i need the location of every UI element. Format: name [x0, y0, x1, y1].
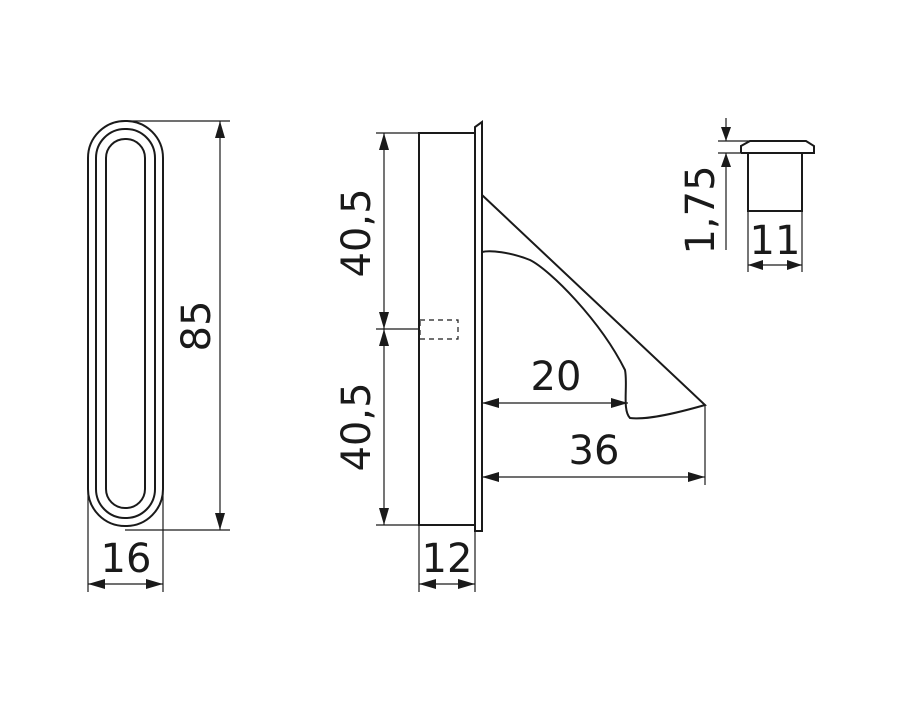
arrowhead: [215, 513, 225, 530]
arrowhead: [721, 127, 731, 141]
arrowhead: [721, 153, 731, 167]
side-body-outline: [418, 132, 476, 526]
dimension-label-20: 20: [531, 354, 582, 400]
arrowhead: [688, 472, 705, 482]
front-outer-outline: [87, 120, 164, 527]
arrowhead: [379, 312, 389, 329]
dimension-label-85: 85: [174, 301, 220, 352]
side-flange: [474, 120, 483, 532]
arrowhead: [482, 472, 499, 482]
arrowhead: [88, 579, 105, 589]
detail-view: [740, 140, 815, 212]
arrowhead: [787, 260, 802, 270]
dimension-label-16: 16: [101, 536, 152, 582]
dimension-label-36: 36: [569, 428, 620, 474]
dimension-label-1-75: 1,75: [678, 165, 724, 254]
dimension-side-upper: 40,5: [334, 132, 419, 330]
front-view: [87, 120, 164, 527]
dimension-bracket-inner: 20: [482, 354, 628, 408]
dimension-label-40-5-lower: 40,5: [334, 382, 380, 471]
front-mid-outline: [95, 128, 156, 519]
dimension-side-width: 12: [418, 525, 476, 592]
dimension-front-height: 85: [125, 120, 230, 531]
dimension-label-12: 12: [422, 536, 473, 582]
dimension-front-width: 16: [87, 326, 164, 592]
dimension-bracket-outer: 36: [482, 405, 706, 485]
dimension-detail-width: 11: [747, 211, 803, 272]
side-view: [418, 120, 707, 532]
arrowhead: [611, 398, 628, 408]
dimension-label-40-5-upper: 40,5: [334, 188, 380, 277]
arrowhead: [458, 579, 475, 589]
arrowhead: [379, 508, 389, 525]
arrowhead: [419, 579, 436, 589]
arrowhead: [482, 398, 499, 408]
arrowhead: [215, 121, 225, 138]
arrowhead: [379, 329, 389, 346]
dimension-side-lower: 40,5: [334, 329, 419, 526]
arrowhead: [748, 260, 763, 270]
bracket-profile: [481, 194, 707, 420]
dimension-label-11: 11: [750, 218, 801, 264]
dimension-detail-height: 1,75: [678, 118, 750, 255]
arrowhead: [146, 579, 163, 589]
detail-body: [747, 152, 803, 212]
hidden-pin: [419, 319, 459, 340]
detail-cap: [740, 140, 815, 154]
arrowhead: [379, 133, 389, 150]
front-inner-outline: [105, 138, 146, 509]
